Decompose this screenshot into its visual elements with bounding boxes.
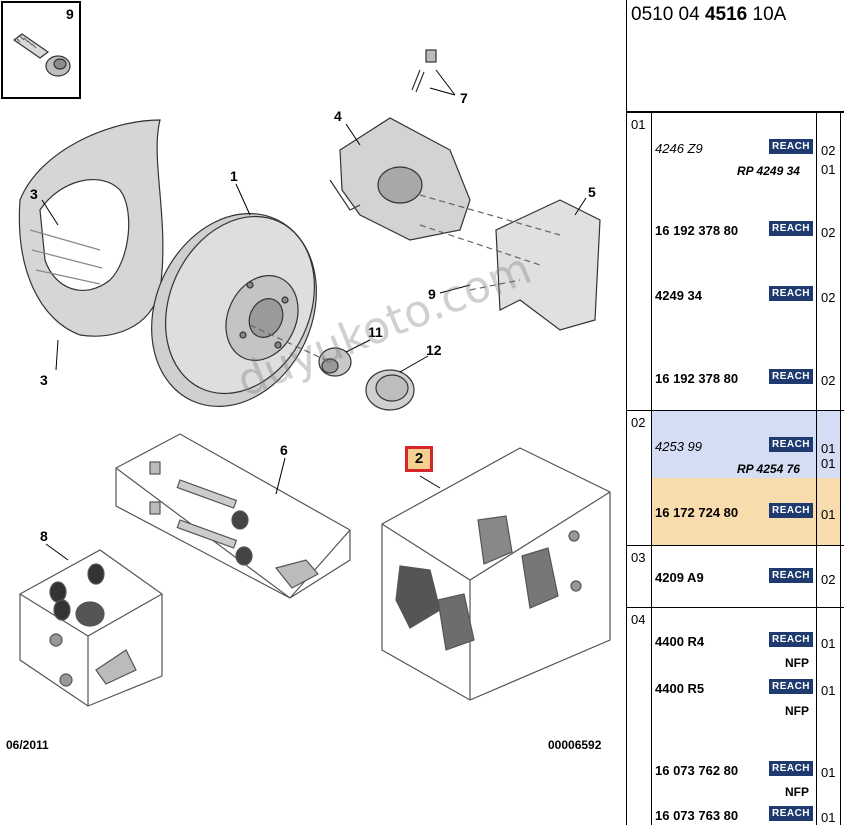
- replacement-quantity: 01: [821, 456, 836, 471]
- caliper-bracket-drawing: [495, 199, 601, 331]
- callout-11[interactable]: 11: [368, 324, 383, 340]
- list-item[interactable]: 4400 R4 REACH 01: [655, 632, 835, 654]
- reach-badge: REACH: [769, 437, 813, 452]
- replacement-part[interactable]: RP 4254 76: [737, 462, 800, 476]
- group-number: 02: [631, 415, 646, 430]
- quantity: 02: [821, 373, 836, 388]
- seal-kit-box-drawing: [19, 549, 163, 707]
- bolt-kit-box-drawing: [114, 433, 351, 599]
- parts-list-panel: 0510 04 4516 10A 01 4246 Z9 REACH 02 RP …: [626, 0, 844, 825]
- list-item[interactable]: 16 192 378 80 REACH 02: [655, 369, 835, 391]
- brake-pad-kit-box-drawing: [381, 447, 611, 701]
- backing-plate-drawing: [18, 119, 164, 337]
- reach-badge: REACH: [769, 221, 813, 236]
- group-number: 01: [631, 117, 646, 132]
- quantity: 01: [821, 683, 836, 698]
- reach-badge: REACH: [769, 632, 813, 647]
- group-number: 03: [631, 550, 646, 565]
- list-item[interactable]: 4249 34 REACH 02: [655, 286, 835, 308]
- part-number: 4400 R5: [655, 681, 705, 696]
- hub-nut-drawing: [318, 347, 352, 377]
- list-item-selected[interactable]: 4253 99 REACH 01: [655, 437, 835, 459]
- group-number: 04: [631, 612, 646, 627]
- diagram-date: 06/2011: [6, 738, 49, 752]
- group-04: 04 4400 R4 REACH 01 NFP 4400 R5 REACH 01…: [627, 607, 844, 825]
- diagram-reference: 00006592: [548, 738, 602, 752]
- list-item[interactable]: 4209 A9 REACH 02: [655, 568, 835, 590]
- reach-badge: REACH: [769, 568, 813, 583]
- reach-badge: REACH: [769, 503, 813, 518]
- quantity: 01: [821, 441, 836, 456]
- quantity: 02: [821, 225, 836, 240]
- group-01: 01 4246 Z9 REACH 02 RP 4249 34 01 16 192…: [627, 112, 844, 410]
- replacement-part[interactable]: RP 4249 34: [737, 164, 800, 178]
- reach-badge: REACH: [769, 286, 813, 301]
- part-number: 4253 99: [655, 439, 702, 454]
- part-number: 16 172 724 80: [655, 505, 739, 520]
- hub-cap-drawing: [365, 369, 415, 411]
- reference-bold: 4516: [704, 4, 748, 25]
- reach-badge: REACH: [769, 679, 813, 694]
- replacement-quantity: 01: [821, 162, 836, 177]
- callout-7[interactable]: 7: [460, 90, 468, 106]
- reference-suffix: 10A: [747, 4, 787, 25]
- callout-2-selected[interactable]: 2: [405, 446, 433, 472]
- reference-prefix: 0510 04: [631, 4, 705, 25]
- part-number: 16 192 378 80: [655, 223, 739, 238]
- part-number: 16 192 378 80: [655, 371, 739, 386]
- bleed-screw-drawing: [411, 49, 437, 93]
- quantity: 02: [821, 143, 836, 158]
- nfp-label: NFP: [785, 704, 809, 718]
- quantity: 02: [821, 290, 836, 305]
- callout-4[interactable]: 4: [334, 108, 342, 124]
- reach-badge: REACH: [769, 369, 813, 384]
- caliper-drawing: [329, 117, 471, 241]
- callout-9[interactable]: 9: [66, 6, 74, 22]
- part-number: 4246 Z9: [655, 141, 703, 156]
- callout-3b[interactable]: 3: [40, 372, 48, 388]
- callout-9b[interactable]: 9: [428, 286, 436, 302]
- parts-diagram: 1 4 5 7 9 11 12 3 3 6 8 9 2 duyukoto.com…: [1, 1, 611, 752]
- reach-badge: REACH: [769, 761, 813, 776]
- part-number: 4209 A9: [655, 570, 704, 585]
- list-item[interactable]: 16 192 378 80 REACH 02: [655, 221, 835, 243]
- reference-header: 0510 04 4516 10A: [627, 0, 844, 112]
- quantity: 02: [821, 572, 836, 587]
- callout-12[interactable]: 12: [426, 342, 442, 358]
- part-number: 16 073 763 80: [655, 808, 739, 823]
- part-number: 4400 R4: [655, 634, 705, 649]
- reach-badge: REACH: [769, 806, 813, 821]
- group-02: 02 4253 99 REACH 01 RP 4254 76 01 16 172…: [627, 410, 844, 546]
- list-item[interactable]: 4400 R5 REACH 01: [655, 679, 835, 701]
- nfp-label: NFP: [785, 656, 809, 670]
- list-item[interactable]: 4246 Z9 REACH 02: [655, 139, 835, 161]
- callout-8[interactable]: 8: [40, 528, 48, 544]
- callout-3[interactable]: 3: [30, 186, 38, 202]
- part-number: 16 073 762 80: [655, 763, 739, 778]
- part-number: 4249 34: [655, 288, 702, 303]
- exploded-view-drawing: [1, 1, 611, 707]
- callout-5[interactable]: 5: [588, 184, 596, 200]
- list-item-selected[interactable]: 16 172 724 80 REACH 01: [655, 503, 835, 525]
- quantity: 01: [821, 636, 836, 651]
- nfp-label: NFP: [785, 785, 809, 799]
- callout-1[interactable]: 1: [230, 168, 238, 184]
- screw-drawing: [12, 33, 71, 77]
- quantity: 01: [821, 507, 836, 522]
- group-03: 03 4209 A9 REACH 02: [627, 545, 844, 607]
- list-item[interactable]: 16 073 763 80 REACH 01: [655, 806, 835, 828]
- reach-badge: REACH: [769, 139, 813, 154]
- list-item[interactable]: 16 073 762 80 REACH 01: [655, 761, 835, 783]
- quantity: 01: [821, 810, 836, 825]
- callout-6[interactable]: 6: [280, 442, 288, 458]
- quantity: 01: [821, 765, 836, 780]
